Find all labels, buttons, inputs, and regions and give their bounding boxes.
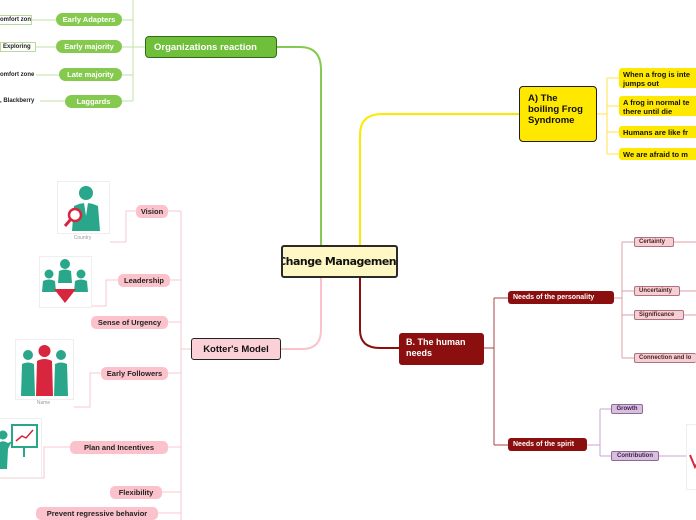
vision-illustration [57,181,110,234]
early-followers-illustration [15,339,74,400]
frog-item-hot-water[interactable]: When a frog is inte jumps out [619,68,696,88]
contribution-illustration [686,424,696,490]
early-followers-caption: Name [36,400,51,406]
prevent-regressive-node[interactable]: Prevent regressive behavior [36,507,158,520]
central-topic[interactable]: Change Management [281,245,398,278]
boiling-frog-node[interactable]: A) The boiling Frog Syndrome [519,86,597,142]
flexibility-node[interactable]: Flexibility [110,486,162,499]
early-adapters-node[interactable]: Early Adapters [56,13,122,26]
sense-of-urgency-node[interactable]: Sense of Urgency [91,316,168,329]
vision-node[interactable]: Vision [136,205,168,218]
late-majority-note[interactable]: omfort zone [0,70,36,80]
laggards-node[interactable]: Laggards [65,95,122,108]
early-adapters-note[interactable]: omfort zone [0,15,32,25]
leadership-illustration [39,256,92,308]
plan-incentives-node[interactable]: Plan and Incentives [70,441,168,454]
person-magnifier-icon [63,186,100,231]
connection-node[interactable]: Connection and lo [634,353,696,363]
frog-item-normal-water[interactable]: A frog in normal te there until die [619,96,696,116]
late-majority-node[interactable]: Late majority [59,68,122,81]
chart-arrow-icon [689,454,696,470]
leadership-node[interactable]: Leadership [118,274,170,287]
early-majority-note[interactable]: Exploring [0,42,36,52]
early-majority-node[interactable]: Early majority [56,40,122,53]
certainty-node[interactable]: Certainty [634,237,674,247]
plan-illustration [0,418,42,478]
significance-node[interactable]: Significance [634,310,684,320]
team-arrow-icon [42,259,88,303]
early-followers-node[interactable]: Early Followers [101,367,168,380]
group-people-icon [21,345,68,396]
laggards-note[interactable]: , Blackberry [0,96,40,106]
presentation-board-icon [0,424,38,469]
vision-caption: Country [73,235,92,241]
frog-item-humans[interactable]: Humans are like fr [619,126,696,138]
needs-personality-node[interactable]: Needs of the personality [508,291,614,304]
growth-node[interactable]: Growth [611,404,643,414]
kotters-model-node[interactable]: Kotter's Model [191,338,281,360]
contribution-node[interactable]: Contribution [611,451,659,461]
needs-spirit-node[interactable]: Needs of the spirit [508,438,587,451]
organizations-reaction-node[interactable]: Organizations reaction [145,36,277,58]
uncertainty-node[interactable]: Uncertainty [634,286,680,296]
frog-item-afraid[interactable]: We are afraid to m [619,148,696,160]
human-needs-node[interactable]: B. The human needs [399,333,484,365]
